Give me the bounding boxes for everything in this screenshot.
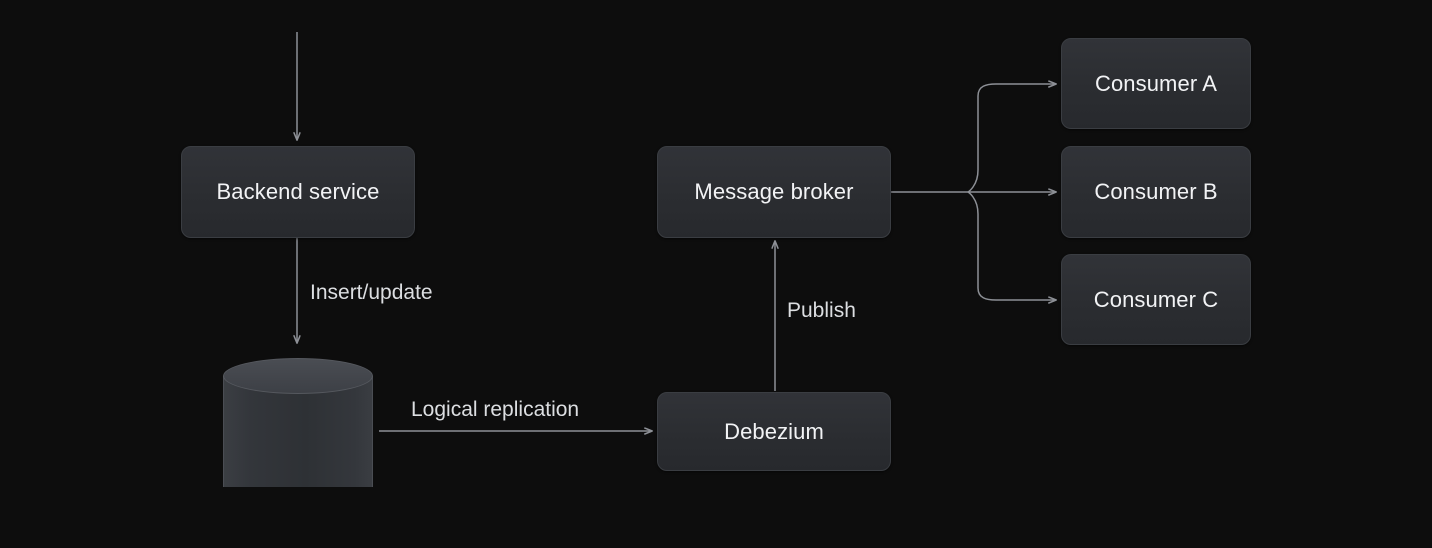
edge-label-insert-update: Insert/update bbox=[310, 281, 433, 304]
node-message-broker-label: Message broker bbox=[694, 179, 854, 204]
node-message-broker[interactable]: Message broker bbox=[657, 146, 891, 238]
node-debezium-label: Debezium bbox=[724, 418, 824, 444]
edge-broker-to-consumer-a bbox=[967, 84, 1056, 193]
edge-broker-to-consumer-c bbox=[967, 191, 1056, 300]
node-consumer-a-label: Consumer A bbox=[1094, 70, 1218, 96]
database-cylinder-body bbox=[223, 376, 373, 487]
node-consumer-b[interactable]: Consumer B bbox=[1061, 146, 1251, 238]
node-backend-service[interactable]: Backend service bbox=[181, 146, 415, 238]
node-consumer-c[interactable]: Consumer C bbox=[1061, 254, 1251, 345]
node-backend-service-label: Backend service bbox=[216, 179, 380, 204]
database-cylinder-top bbox=[223, 358, 373, 394]
edge-label-publish: Publish bbox=[787, 299, 856, 322]
node-consumer-a[interactable]: Consumer A bbox=[1061, 38, 1251, 129]
edge-label-logical-replication: Logical replication bbox=[411, 398, 580, 421]
node-consumer-b-label: Consumer B bbox=[1094, 179, 1218, 204]
node-consumer-c-label: Consumer C bbox=[1093, 286, 1219, 312]
node-database[interactable] bbox=[223, 358, 373, 505]
node-debezium[interactable]: Debezium bbox=[657, 392, 891, 471]
